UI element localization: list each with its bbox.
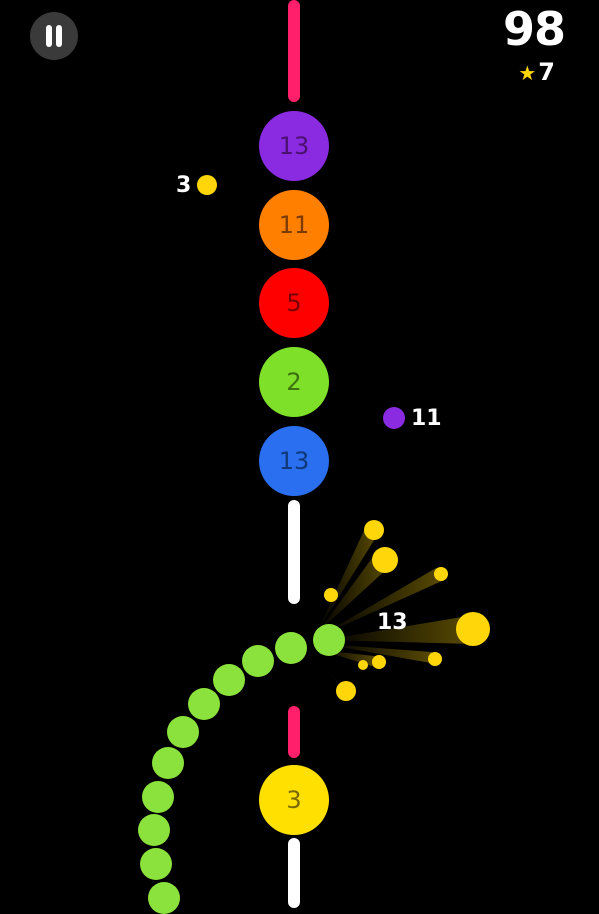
spark-trail: [318, 550, 390, 632]
snake-length-counter: 13: [377, 610, 408, 635]
pickup-dot: [197, 175, 218, 195]
spark-trail: [324, 616, 472, 644]
number-block-value: 5: [286, 289, 302, 317]
snake-segment: [152, 747, 184, 779]
spark-dot: [324, 588, 338, 602]
spark-dot: [372, 547, 398, 573]
snake-segment: [242, 645, 274, 677]
number-block: 13: [259, 426, 329, 496]
number-block-value: 13: [278, 447, 310, 475]
number-block: 11: [259, 190, 329, 260]
star-count: 7: [538, 58, 555, 86]
snake-segment: [148, 882, 180, 914]
spark-trail: [320, 568, 444, 636]
wall-segment-white-middle: [288, 500, 300, 604]
spark-dot: [364, 520, 384, 540]
snake-segment: [213, 664, 245, 696]
wall-segment-pink-top: [288, 0, 300, 102]
number-block: 5: [259, 268, 329, 338]
snake-segment: [275, 632, 307, 664]
score-counter: 98: [502, 2, 566, 56]
number-block: 2: [259, 347, 329, 417]
number-block-value: 11: [278, 211, 310, 239]
pickup-value: 3: [176, 172, 192, 198]
pause-button[interactable]: [30, 12, 78, 60]
spark-dot: [358, 660, 368, 670]
number-block: 13: [259, 111, 329, 181]
snake-segment: [142, 781, 174, 813]
snake-segment: [167, 716, 199, 748]
wall-segment-white-bottom: [288, 838, 300, 908]
snake-segment: [140, 848, 172, 880]
snake-segment: [188, 688, 220, 720]
pickup-value: 11: [411, 405, 442, 431]
pickup-yellow: 3: [176, 170, 218, 200]
number-block-value: 3: [286, 786, 302, 814]
snake-head: [313, 624, 345, 656]
snake-segment: [138, 814, 170, 846]
number-block-value: 13: [278, 132, 310, 160]
spark-dot: [372, 655, 386, 669]
spark-trail: [324, 644, 436, 664]
star-icon: ★: [518, 61, 537, 85]
spark-dot: [336, 681, 356, 701]
pickup-purple: 11: [383, 403, 442, 433]
spark-dot: [456, 612, 490, 646]
number-block-value: 2: [286, 368, 302, 396]
wall-segment-pink-lower: [288, 706, 300, 758]
spark-dot: [428, 652, 442, 666]
number-block: 3: [259, 765, 329, 835]
star-counter: ★7: [518, 58, 555, 86]
spark-dot: [434, 567, 448, 581]
pickup-dot: [383, 407, 405, 429]
spark-trail: [318, 522, 378, 630]
